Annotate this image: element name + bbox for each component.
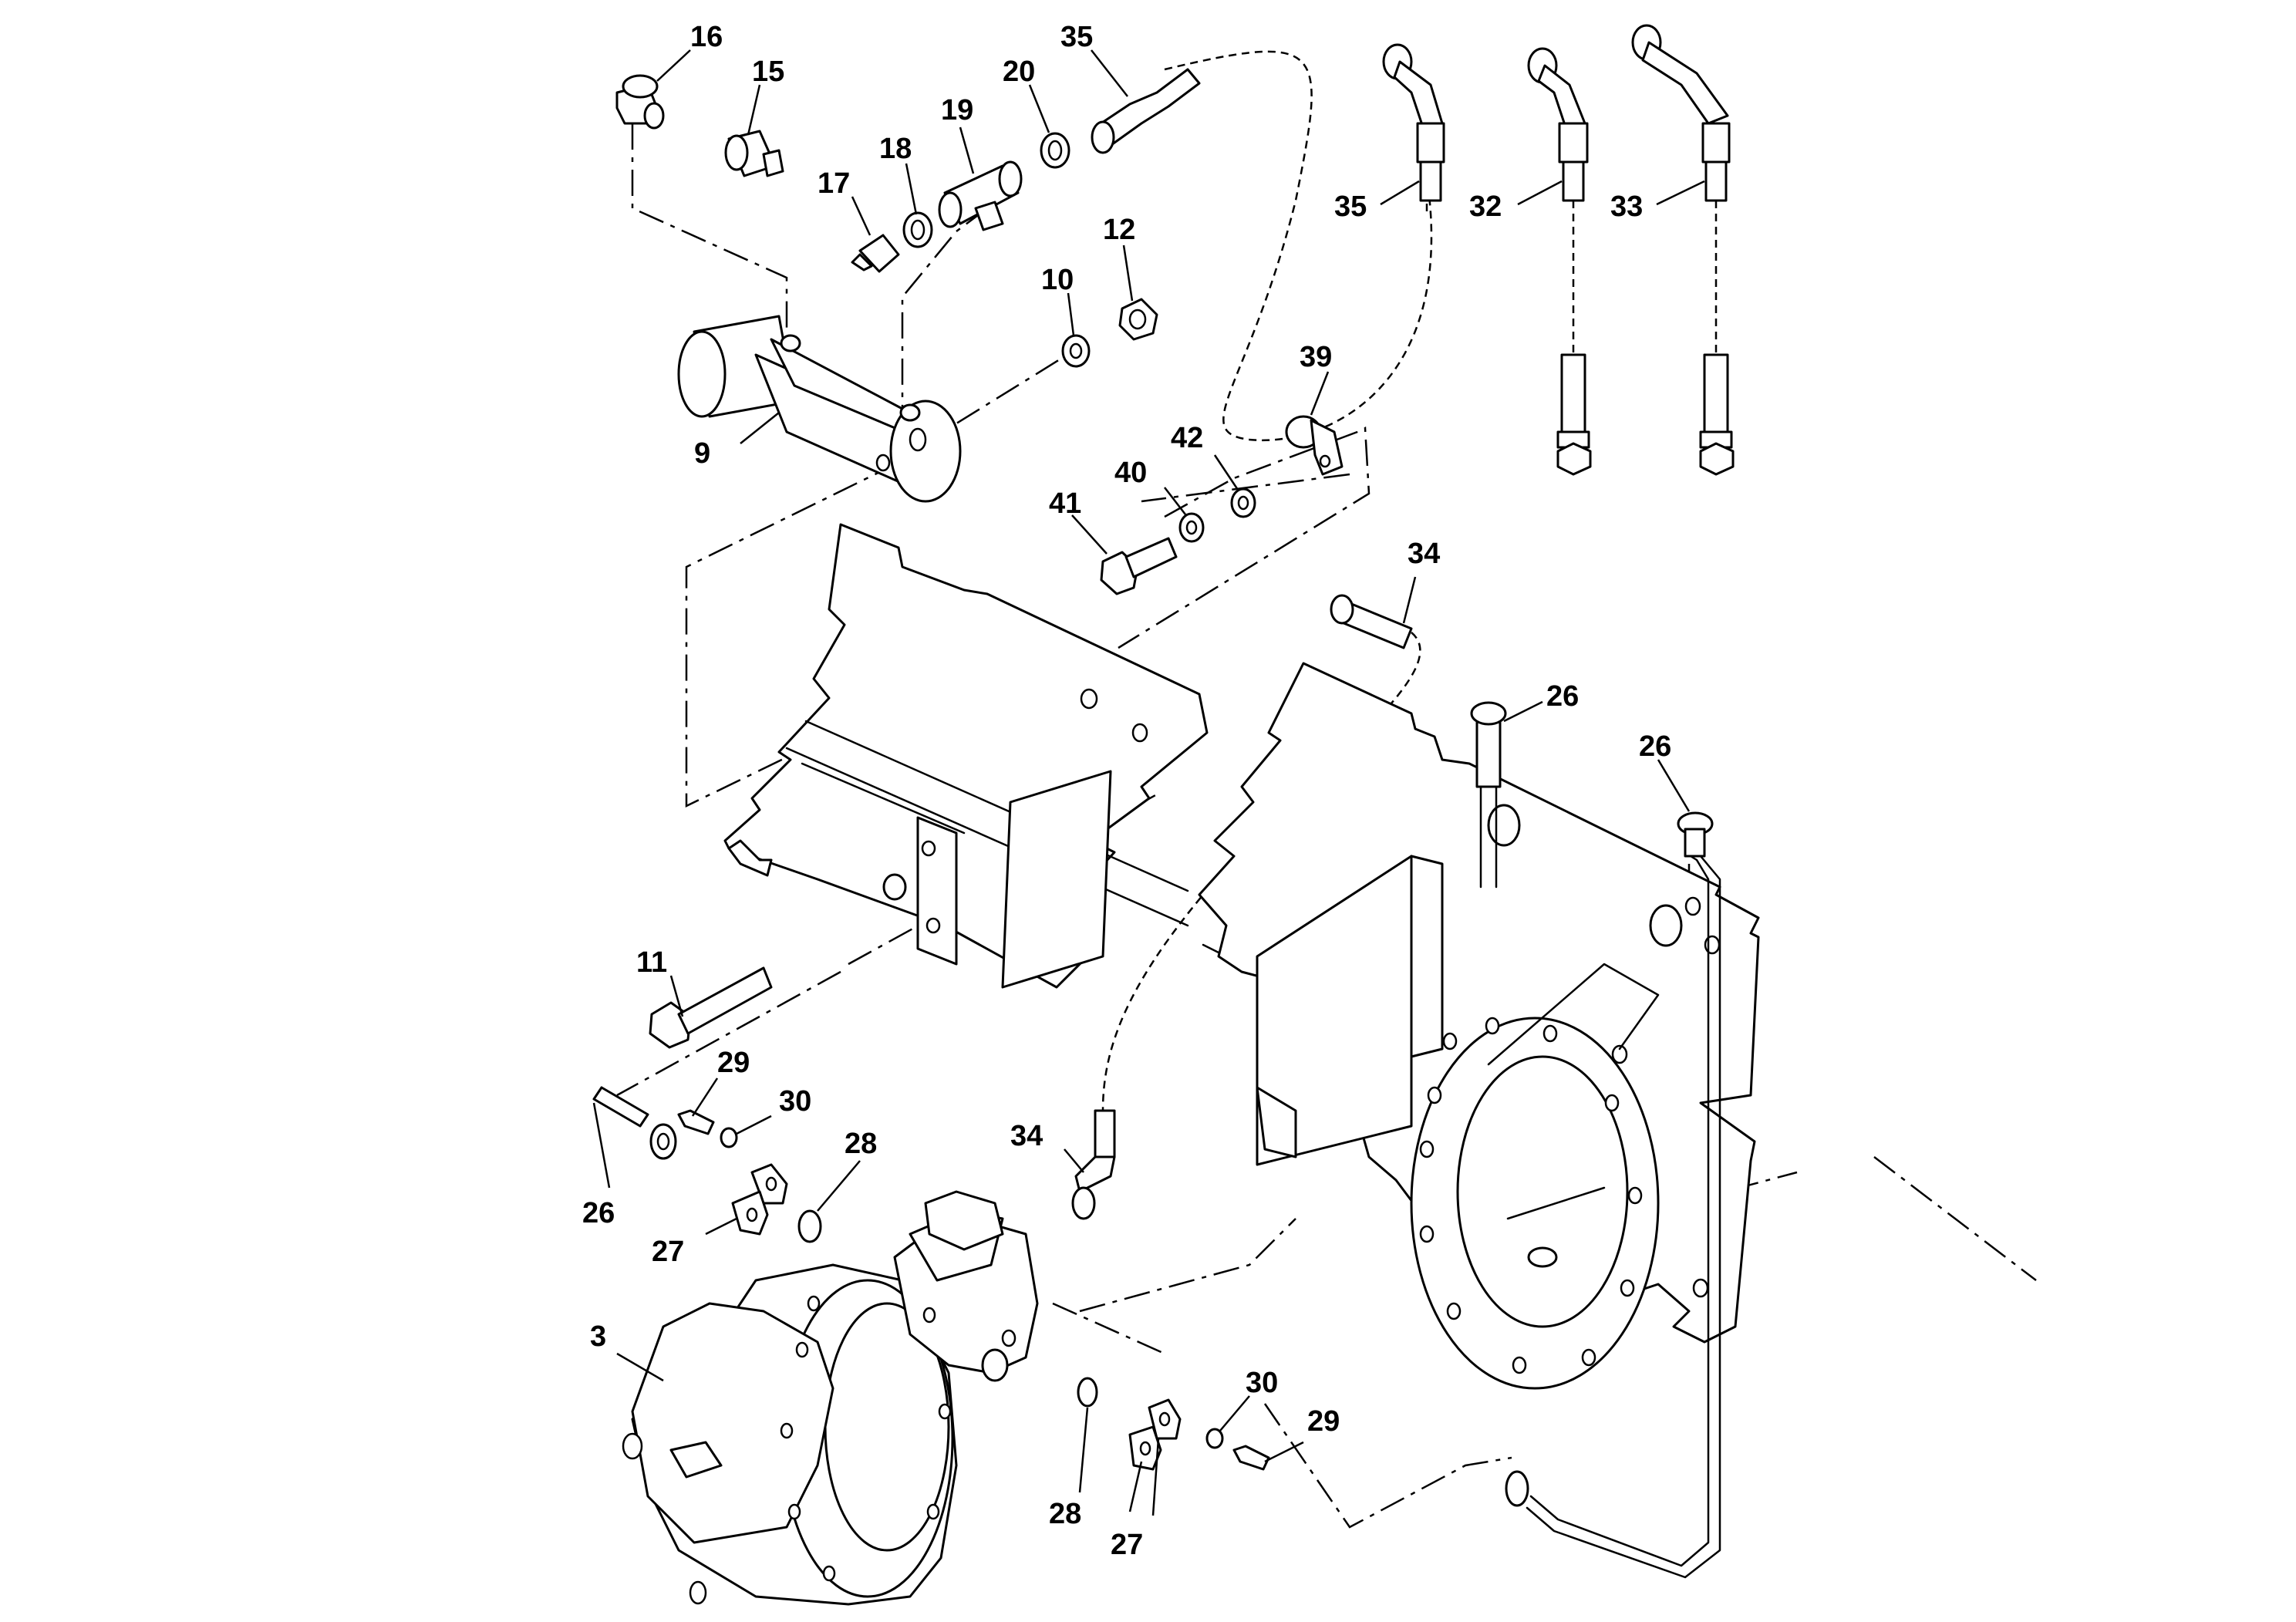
oring-28a xyxy=(797,1209,822,1243)
hydraulic-motor-3 xyxy=(622,1190,1039,1606)
callout-12: 12 xyxy=(1103,214,1135,246)
clamp-39 xyxy=(1285,415,1344,476)
fitting-16-elbow xyxy=(615,74,665,130)
callout-26-right: 26 xyxy=(1639,730,1671,763)
washer-40 xyxy=(1178,512,1205,543)
callout-11: 11 xyxy=(636,946,667,979)
callout-35-right: 35 xyxy=(1334,191,1367,223)
hose-34-top xyxy=(1330,594,1413,649)
callout-30-upper: 30 xyxy=(779,1085,811,1118)
pipe-26-upper xyxy=(1470,701,1507,889)
hose-33 xyxy=(1631,24,1735,476)
callout-16: 16 xyxy=(690,21,723,53)
callout-33: 33 xyxy=(1610,191,1643,223)
callout-28-upper: 28 xyxy=(845,1128,877,1160)
frame-center-rail xyxy=(801,762,1251,989)
callout-29-upper: 29 xyxy=(717,1047,750,1079)
screw-29b xyxy=(1232,1445,1270,1471)
hose-end-35a xyxy=(1091,68,1201,154)
callout-39: 39 xyxy=(1300,341,1332,373)
leader-lines xyxy=(592,49,1705,1516)
flange-half-27a xyxy=(731,1163,788,1236)
callout-18: 18 xyxy=(879,133,912,165)
washer-30a xyxy=(720,1127,738,1148)
flange-half-27b xyxy=(1128,1398,1182,1471)
cylinder-9 xyxy=(677,315,962,503)
callout-34-top: 34 xyxy=(1408,538,1440,570)
callout-34-bottom: 34 xyxy=(1010,1120,1043,1152)
callout-27-upper: 27 xyxy=(652,1236,684,1268)
hose-34-bottom xyxy=(1071,1109,1116,1220)
screw-29a xyxy=(677,1109,715,1135)
pipe-26-left xyxy=(592,1086,677,1160)
callout-19: 19 xyxy=(941,94,973,126)
nut-20 xyxy=(1040,132,1070,169)
callout-32: 32 xyxy=(1469,191,1502,223)
nut-18 xyxy=(902,211,933,248)
callout-labels: 16 15 17 18 19 20 35 10 12 9 39 42 40 41… xyxy=(582,21,1671,1561)
callout-15: 15 xyxy=(752,56,784,88)
bolt-41 xyxy=(1100,537,1178,595)
pipe-26-right xyxy=(1505,811,1721,1579)
callout-41: 41 xyxy=(1049,487,1081,520)
callout-28-lower: 28 xyxy=(1049,1498,1081,1530)
callout-29-lower: 29 xyxy=(1307,1405,1340,1438)
adapter-15 xyxy=(724,130,784,177)
hose-35b xyxy=(1382,43,1445,202)
frame-left-plate xyxy=(723,523,1209,989)
nut-12 xyxy=(1118,298,1158,341)
washer-42 xyxy=(1230,487,1256,518)
callout-26-left: 26 xyxy=(582,1197,615,1229)
washer-30b xyxy=(1205,1428,1224,1449)
callout-40: 40 xyxy=(1114,457,1147,489)
callout-20: 20 xyxy=(1003,56,1035,88)
callout-9: 9 xyxy=(694,437,710,470)
callout-26-upper: 26 xyxy=(1546,680,1579,713)
motor-mount-flange xyxy=(1410,963,1660,1390)
callout-17: 17 xyxy=(818,167,850,200)
oring-28b xyxy=(1077,1377,1098,1408)
bolt-11 xyxy=(649,966,773,1049)
washer-10 xyxy=(1061,334,1091,368)
fitting-17 xyxy=(851,234,900,273)
callout-35-top: 35 xyxy=(1060,21,1093,53)
tee-19 xyxy=(938,160,1023,231)
callout-30-lower: 30 xyxy=(1246,1367,1278,1399)
hose-32 xyxy=(1527,47,1592,476)
callout-27-lower: 27 xyxy=(1111,1529,1143,1561)
callout-3: 3 xyxy=(590,1320,606,1353)
callout-10: 10 xyxy=(1041,264,1074,296)
callout-42: 42 xyxy=(1171,422,1203,454)
